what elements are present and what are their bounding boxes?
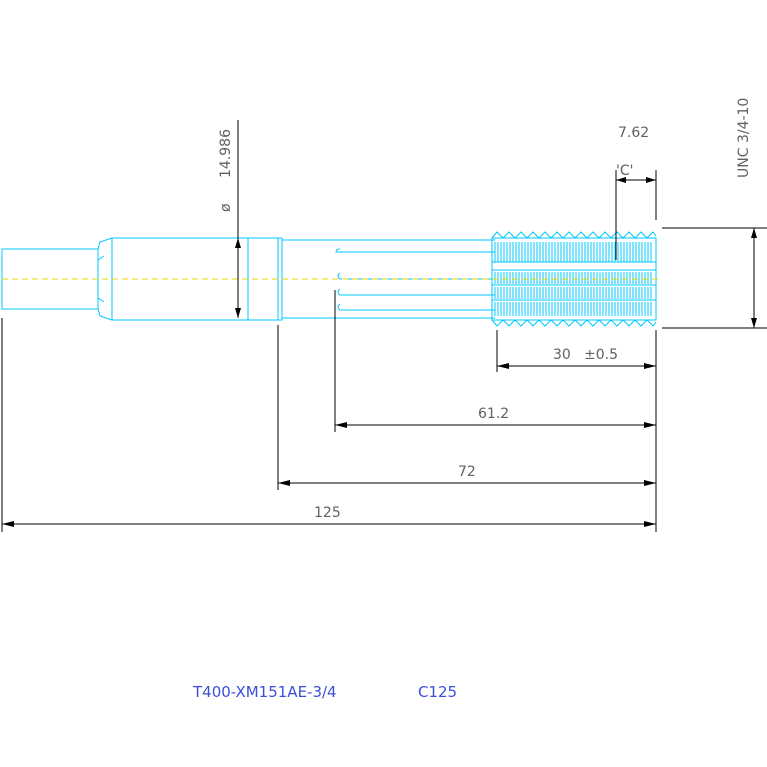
tap-body bbox=[1, 231, 660, 327]
flute-length: 61.2 bbox=[478, 406, 509, 422]
length-dimensions: 30 ±0.5 61.2 72 125 bbox=[1, 290, 657, 532]
pitch-value: 7.62 bbox=[618, 125, 649, 141]
thread-spec: UNC 3/4-10 bbox=[736, 98, 752, 178]
thread-section bbox=[491, 231, 657, 327]
diameter-value: 14.986 bbox=[218, 129, 234, 178]
part-number: T400-XM151AE-3/4 bbox=[193, 683, 337, 701]
pitch-tag: 'C' bbox=[616, 163, 633, 179]
part-code: C125 bbox=[418, 683, 458, 701]
diameter-dimension: ø 14.986 bbox=[218, 120, 241, 318]
pitch-dimension: 7.62 'C' bbox=[615, 125, 657, 260]
shank-length: 72 bbox=[458, 464, 476, 480]
thread-tolerance: ±0.5 bbox=[584, 347, 618, 363]
neck bbox=[97, 237, 113, 250]
flute-section bbox=[282, 239, 495, 319]
thread-length: 30 bbox=[553, 347, 571, 363]
diameter-symbol: ø bbox=[218, 203, 234, 212]
overall-length: 125 bbox=[314, 505, 341, 521]
thread-spec-dimension: UNC 3/4-10 bbox=[662, 98, 767, 329]
